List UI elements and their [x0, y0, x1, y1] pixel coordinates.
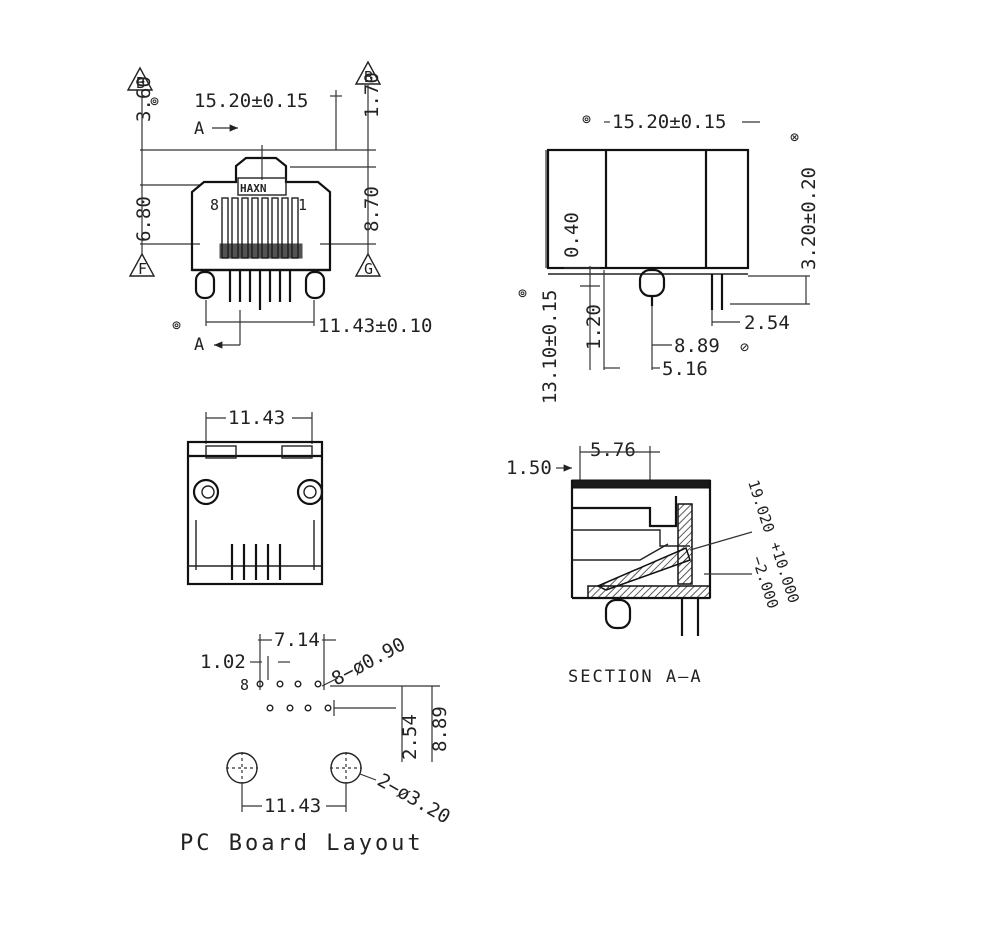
pin-span-dimension: 11.43±0.10	[318, 315, 432, 337]
section-view: 1.50 5.76 19.020 +10.000 −2.000 SECTION …	[506, 439, 803, 687]
section-diag-dimension-1: 19.020	[744, 478, 778, 535]
side-width-dimension: 15.20±0.15	[612, 111, 726, 133]
rear-view: 11.43	[186, 407, 324, 586]
gdt-symbol-icon: ⊚	[518, 284, 527, 302]
pcb-pins	[228, 270, 292, 310]
pcb-mount-span-dimension: 11.43	[264, 795, 321, 817]
gdt-symbol-icon: ⊘	[740, 338, 749, 356]
left-lower-dimension: 6.80	[133, 196, 155, 242]
gdt-symbol-icon: ⊚	[150, 92, 159, 110]
pin-lead-dimension: 3.20±0.20	[798, 167, 820, 270]
post-dimension: 1.20	[583, 304, 605, 350]
datum-label: B	[364, 68, 373, 86]
rear-width-dimension: 11.43	[228, 407, 285, 429]
pcb-pin-8-label: 8	[240, 676, 249, 694]
pin-8-label: 8	[210, 196, 219, 214]
pcb-row-dimension: 2.54	[399, 714, 421, 760]
pcb-layout: 7.14 1.02 8−ø0.90 8 2.54 8.89	[180, 629, 454, 856]
pcb-layout-caption: PC Board Layout	[180, 831, 424, 856]
left-upper-dimension: 3.60	[133, 76, 155, 122]
section-top-dimension: 5.76	[590, 439, 636, 461]
datum-label: G	[364, 260, 373, 278]
rear-pins	[230, 544, 282, 580]
datum-triangle-b-top-left: B	[126, 66, 154, 92]
gdt-symbol-icon: ⊚	[172, 316, 181, 334]
top-height-dimension: 1.70	[361, 72, 383, 118]
section-mark-top: A	[194, 119, 204, 139]
post-offset-dimension: 8.89	[674, 335, 720, 357]
section-left-dimension: 1.50	[506, 457, 552, 479]
pcb-offset-dimension: 1.02	[200, 651, 246, 673]
width-dimension: 15.20±0.15	[194, 90, 308, 112]
datum-label: B	[136, 74, 145, 92]
pcb-holes	[256, 680, 332, 712]
section-caption: SECTION A—A	[568, 667, 703, 687]
datum-triangle-g: G	[354, 252, 382, 278]
brand-logo-text: HAXN	[240, 182, 267, 195]
standoff-dimension: 0.40	[561, 212, 583, 258]
pcb-pitch-dimension: 7.14	[274, 629, 320, 651]
front-view: B B F G ⊚ 15.20±0.15 1.70 3.60 6.80 8.70	[126, 60, 432, 355]
contact-slots	[219, 197, 303, 259]
mounting-hole-left	[226, 752, 258, 784]
pcb-hole-dimension: 8−ø0.90	[328, 633, 409, 690]
pcb-depth-dimension: 8.89	[429, 706, 451, 752]
pin-1-label: 1	[298, 196, 307, 214]
datum-triangle-f: F	[128, 252, 156, 278]
gdt-symbol-icon: ⊗	[790, 128, 799, 146]
side-height-dimension: 13.10±0.15	[539, 290, 561, 404]
post-offset-2-dimension: 5.16	[662, 358, 708, 380]
mounting-hole-right	[330, 752, 362, 784]
gdt-symbol-icon: ⊚	[582, 110, 591, 128]
section-mark-bottom: A	[194, 335, 204, 355]
pcb-mount-hole-dimension: 2−ø3.20	[374, 769, 454, 828]
datum-label: F	[138, 260, 147, 278]
right-dimension: 8.70	[361, 186, 383, 232]
datum-triangle-b-top-right: B	[354, 60, 382, 86]
pin-pitch-dimension: 2.54	[744, 312, 790, 334]
side-view: ⊚ 15.20±0.15 3.20±0.20 ⊗ 13.10±0.15 ⊚ 0.…	[518, 110, 820, 404]
